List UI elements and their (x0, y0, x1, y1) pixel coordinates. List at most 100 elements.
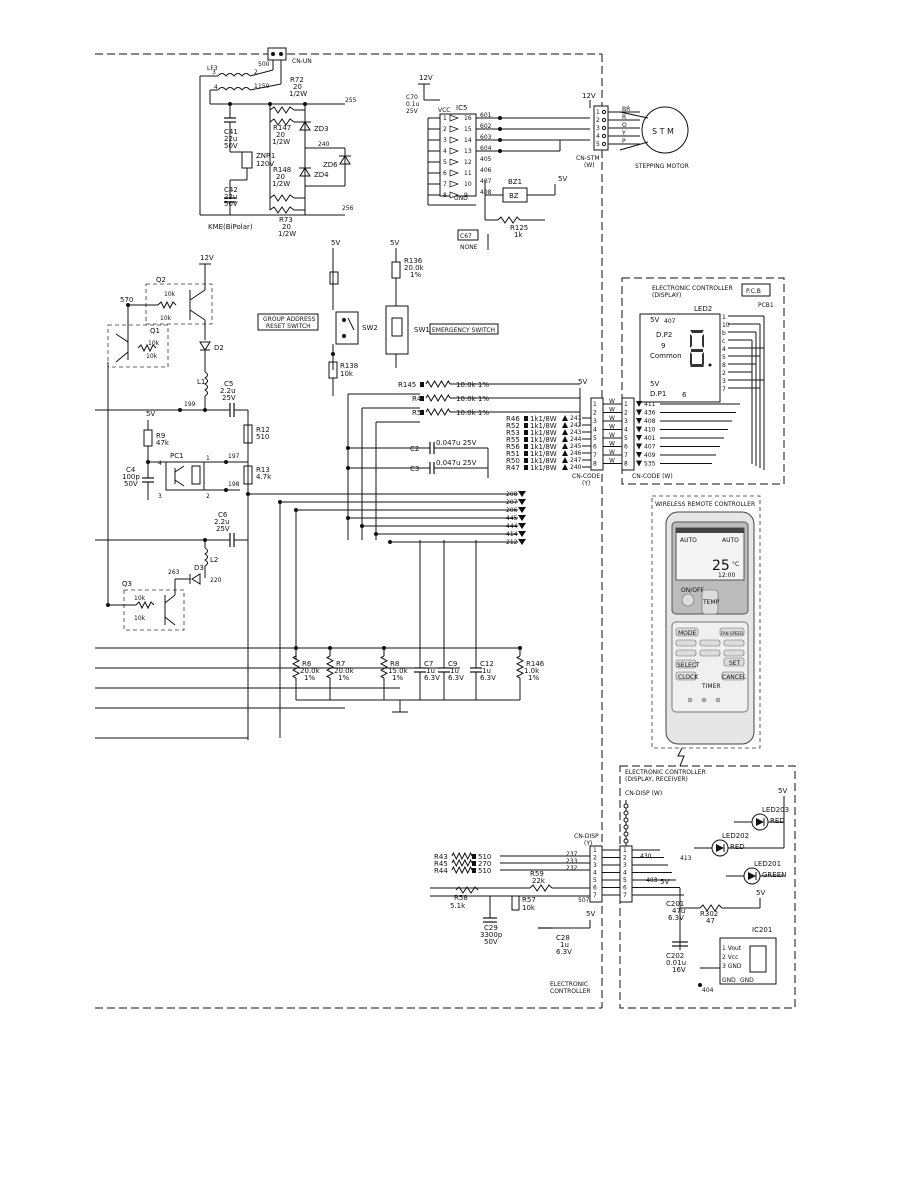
bus-node-label: 208 (506, 491, 518, 498)
cancel-button[interactable] (721, 671, 745, 681)
svg-text:2.2u: 2.2u (214, 518, 230, 526)
svg-text:C5: C5 (224, 380, 233, 388)
cn-code-w-pin-number: 6 (624, 444, 628, 451)
ic5-pin-number: 15 (464, 126, 472, 133)
svg-text:5V: 5V (390, 239, 399, 247)
code-node-label: 243 (570, 429, 582, 436)
svg-text:3: 3 (158, 493, 162, 500)
led2-pin-label: 5 (722, 354, 726, 361)
svg-text:5V: 5V (756, 889, 765, 897)
code-resistor-value: 1k1/8W (530, 429, 557, 437)
wire-color: W (609, 424, 615, 431)
svg-text:R13: R13 (256, 466, 270, 474)
svg-text:1: 1 (206, 455, 210, 462)
wire-color: W (609, 458, 615, 465)
led-name: LED201 (754, 860, 781, 868)
pin-marker (524, 444, 528, 449)
cn-code-w-pin-number: 8 (624, 461, 628, 468)
svg-text:50V: 50V (484, 938, 498, 946)
mode-button[interactable] (675, 627, 699, 637)
svg-text:197: 197 (228, 453, 240, 460)
net-flag (636, 401, 642, 407)
rc-cap-voltage: 6.3V (448, 674, 464, 682)
rc-resistor-value: 1.0k (524, 667, 540, 675)
svg-text:C28: C28 (556, 934, 570, 942)
svg-text:ZD3: ZD3 (314, 125, 329, 133)
set-button[interactable] (723, 657, 745, 667)
cn-disp-w-pin-number: 7 (623, 892, 627, 899)
svg-text:50V: 50V (224, 200, 238, 208)
code-node-label: 241 (570, 415, 582, 422)
led-diode (716, 844, 724, 852)
svg-text:10k: 10k (148, 340, 160, 347)
bus-node-label: 444 (506, 523, 518, 530)
cn-code-pin-number: 7 (593, 452, 597, 459)
svg-text:20: 20 (276, 131, 285, 139)
remote-key (699, 639, 721, 647)
svg-text:R58: R58 (454, 894, 468, 902)
remote-key (699, 649, 721, 657)
junction-dot (360, 524, 364, 528)
wire-color: W (609, 398, 615, 405)
bus-node-label: 445 (506, 515, 518, 522)
junction-dot (382, 646, 386, 650)
buzzer-bz1: BZ1 BZ 5V R125 1k (484, 175, 567, 239)
ic5-pin-number: 13 (464, 148, 472, 155)
net-node-label: 413 (680, 855, 692, 862)
pullup-resistor (425, 407, 451, 417)
svg-text:ON/OFF: ON/OFF (681, 587, 704, 594)
svg-text:10k: 10k (146, 353, 158, 360)
svg-text:1/2W: 1/2W (272, 180, 290, 188)
svg-text:263: 263 (168, 569, 180, 576)
cn-disp-w-pin-number: 5 (623, 877, 627, 884)
pullup-resistor-value: 10.0k 1% (456, 381, 489, 389)
on-off-button[interactable] (681, 593, 695, 607)
stepper-wires (476, 116, 590, 153)
svg-text:2: 2 (206, 493, 210, 500)
select-button[interactable] (675, 659, 697, 669)
fan-speed-button[interactable] (719, 627, 745, 637)
pin-marker (472, 854, 476, 859)
svg-text:PCB1: PCB1 (758, 302, 774, 309)
cap-value: 0.047u 25V (436, 439, 477, 447)
wire-color: W (609, 449, 615, 456)
wire-color: W (609, 407, 615, 414)
remote-title: WIRELESS REMOTE CONTROLLER (655, 501, 755, 508)
svg-text:5V: 5V (778, 787, 787, 795)
svg-text:240: 240 (318, 141, 330, 148)
svg-text:R9: R9 (156, 432, 165, 440)
remote-controller: WIRELESS REMOTE CONTROLLER AUTO AUTO 25 … (651, 495, 761, 749)
svg-text:R72: R72 (290, 76, 304, 84)
group-address-label: GROUP ADDRESS (263, 316, 316, 323)
clock-button[interactable] (675, 671, 697, 681)
svg-text:BZ1: BZ1 (508, 178, 522, 186)
temp-button[interactable] (701, 589, 719, 615)
svg-text:CLOCK: CLOCK (678, 674, 699, 681)
cn-code-w-pin-number: 1 (624, 401, 628, 408)
net-flag (562, 457, 568, 463)
cn-disp-w-pin-number: 1 (623, 847, 627, 854)
cn-code-pin-number: 2 (593, 410, 597, 417)
bz-label: BZ (509, 192, 519, 200)
svg-text:5V: 5V (586, 910, 595, 918)
code-node-label: 401 (644, 435, 656, 442)
svg-text:25V: 25V (216, 525, 230, 533)
receiver-resistor-value: 510 (478, 853, 491, 861)
rc-cap-voltage: 6.3V (424, 674, 440, 682)
code-resistor-name: R52 (506, 422, 520, 430)
seven-segment-digit (690, 330, 712, 367)
pin-marker (472, 861, 476, 866)
kme-bipolar-label: KME(BiPolar) (208, 223, 253, 231)
svg-text:C42: C42 (224, 186, 238, 194)
inverter-gate (449, 158, 459, 166)
cn-disp-pin-number: 3 (593, 862, 597, 869)
svg-text:20: 20 (282, 223, 291, 231)
svg-text:4: 4 (158, 460, 162, 467)
code-resistor-value: 1k1/8W (530, 415, 557, 423)
svg-text:3 GND: 3 GND (722, 963, 742, 970)
open-pin (623, 831, 629, 837)
svg-text:TEMP: TEMP (702, 599, 720, 606)
pin-marker (420, 410, 424, 415)
code-node-label: 535 (644, 461, 656, 468)
